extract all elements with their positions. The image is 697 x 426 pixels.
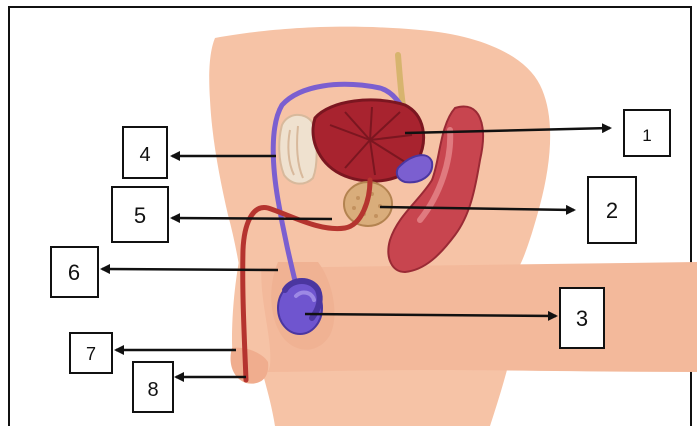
label-box-1: 1: [624, 110, 670, 156]
arrow-6: [102, 269, 278, 270]
label-2-text: 2: [606, 198, 618, 223]
label-box-3: 3: [560, 288, 604, 348]
label-4-text: 4: [139, 144, 150, 166]
label-1-text: 1: [642, 126, 651, 145]
label-box-5: 5: [112, 187, 168, 242]
label-7-text: 7: [86, 344, 96, 364]
label-box-8: 8: [133, 362, 173, 412]
label-box-7: 7: [70, 333, 112, 373]
label-box-4: 4: [123, 127, 167, 178]
label-3-text: 3: [576, 306, 588, 331]
label-8-text: 8: [147, 379, 158, 401]
label-box-6: 6: [51, 247, 98, 297]
label-6-text: 6: [68, 260, 80, 285]
label-5-text: 5: [134, 203, 146, 228]
arrow-5: [172, 218, 332, 219]
label-box-2: 2: [588, 177, 636, 243]
